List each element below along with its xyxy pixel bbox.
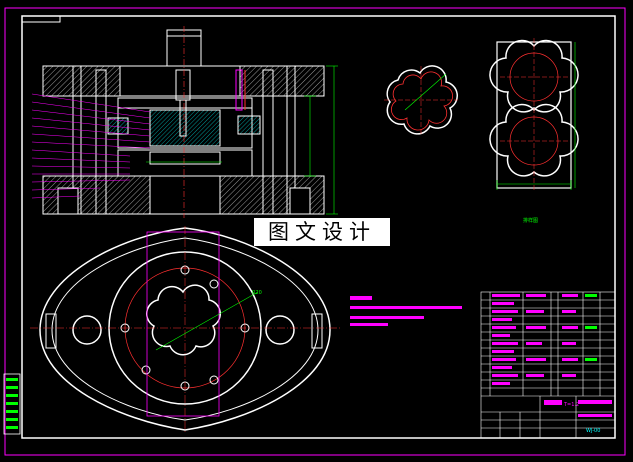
part-leader-lines [31, 93, 151, 199]
sheet-stamp-block [3, 373, 21, 435]
title-block-fills [492, 294, 612, 417]
strip-layout-view [489, 38, 579, 192]
drawing-number: WJ-00 [586, 428, 600, 434]
title-block-material: T=1.2 [563, 402, 579, 408]
technical-notes [350, 296, 462, 326]
title-block [480, 291, 616, 439]
plan-view-dimension: R20 [252, 290, 262, 296]
strip-layout-label: 排样图 [523, 217, 538, 224]
section-dimensions [146, 65, 338, 215]
die-plan-view [30, 226, 342, 432]
tech-note-1: 1. 技术要求未注明公差参考标准 [352, 301, 396, 306]
blank-part-view [384, 65, 458, 135]
watermark-label: 图文设计 [254, 218, 390, 246]
drawing-frame [4, 7, 626, 456]
die-section-view [42, 29, 325, 215]
